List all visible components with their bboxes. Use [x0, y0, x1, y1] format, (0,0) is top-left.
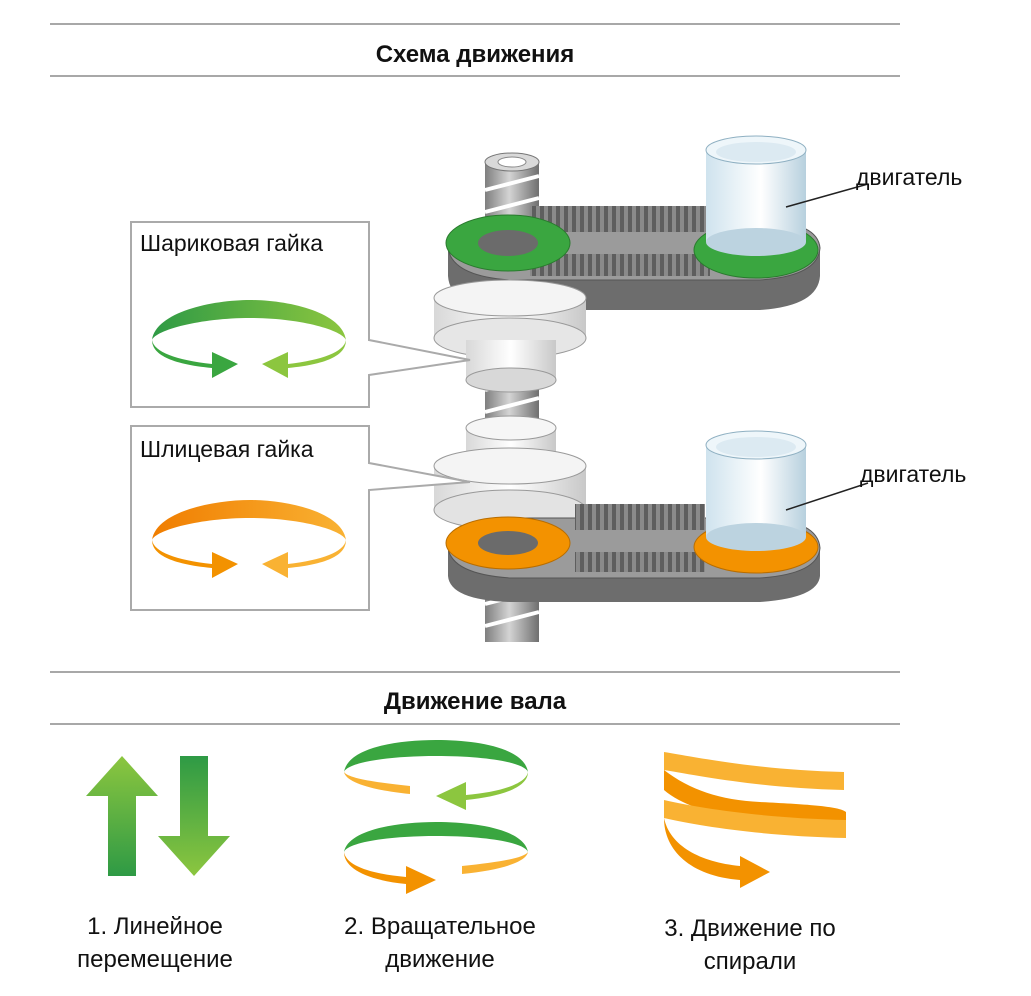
bottom-motor: [705, 430, 807, 551]
spiral-motion-caption: 3. Движение по спирали: [664, 915, 836, 975]
top-motor-leader-line: [785, 183, 869, 208]
bottom-motor-label: двигатель: [860, 461, 967, 487]
ball-nut-body: [433, 279, 587, 393]
green-rotation-arrows-icon: [152, 300, 346, 378]
orange-rotation-arrows-icon: [152, 500, 346, 578]
spline-nut-label: Шлицевая гайка: [140, 436, 314, 462]
shaft-title-underline-rule: [50, 723, 900, 725]
bottom-motor-leader-line: [785, 482, 869, 511]
rotational-motion-caption: 2. Вращательное движение: [344, 913, 536, 973]
spiral-motion-arrow-icon: [664, 752, 846, 888]
linear-motion-arrows-icon: [86, 756, 230, 876]
top-motor: [705, 135, 807, 256]
title-underline-rule: [50, 75, 900, 77]
top-motor-label: двигатель: [856, 164, 963, 190]
shaft-motion-title: Движение вала: [383, 688, 567, 715]
shaft-section-rule: [50, 671, 900, 673]
scheme-title: Схема движения: [375, 41, 575, 68]
rotational-motion-arrows-icon: [344, 740, 528, 894]
ball-nut-label: Шариковая гайка: [140, 230, 324, 256]
spline-nut-body: [433, 415, 587, 531]
top-rule: [50, 23, 900, 25]
linear-motion-caption: 1. Линейное перемещение: [77, 913, 233, 973]
